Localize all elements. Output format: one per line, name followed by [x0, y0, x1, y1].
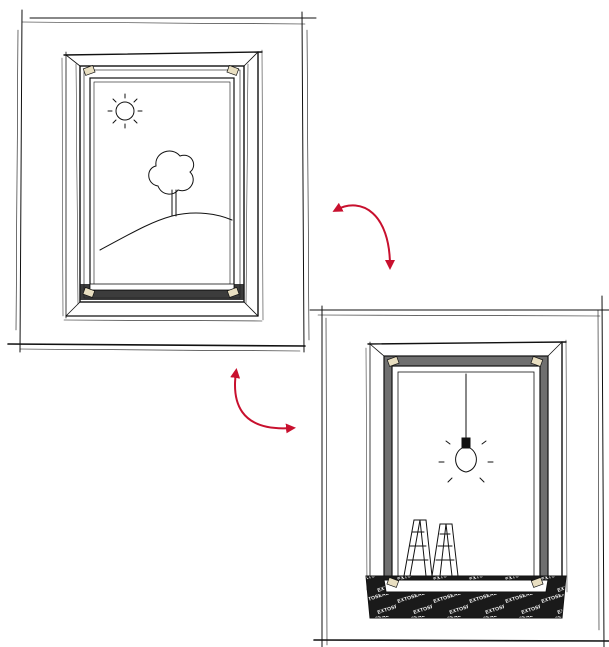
- window-frame: [76, 64, 248, 304]
- arrow-bottom-left: [235, 372, 292, 428]
- wall-opening-outline: [8, 10, 316, 352]
- hill-icon: [100, 213, 232, 250]
- arrow-top-right: [336, 205, 390, 266]
- window-reveal: [62, 50, 263, 321]
- corner-tapes: [83, 65, 239, 297]
- tree-icon: [149, 151, 194, 216]
- sun-icon: [108, 94, 142, 128]
- interior-panel: [310, 296, 609, 647]
- exterior-panel: [8, 10, 316, 352]
